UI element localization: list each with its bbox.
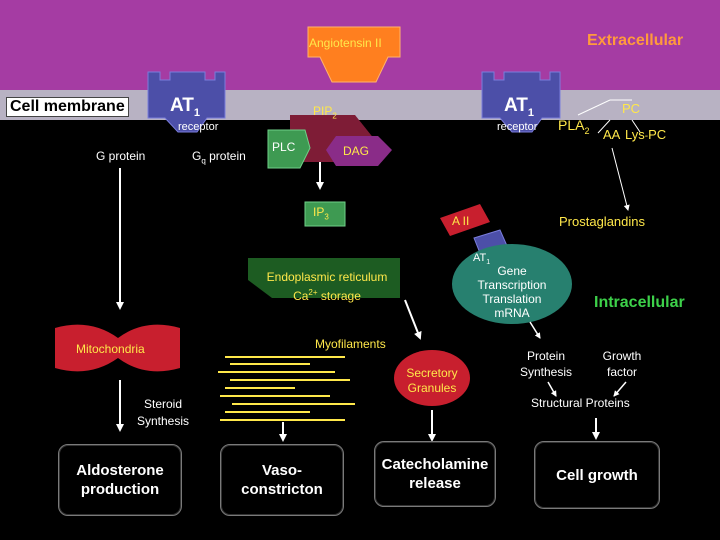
mitochondria-label: Mitochondria (76, 342, 145, 356)
dag-shape (326, 136, 392, 166)
plc-label: PLC (272, 140, 296, 154)
angiotensin-label: Angiotensin II (309, 36, 382, 50)
pla2-pc-line (577, 99, 611, 116)
vasoconstriction-box: Vaso- constricton (220, 444, 344, 516)
pc-aa-line (597, 119, 611, 134)
mitochondria-shape (55, 324, 180, 372)
at1-receptor-left (147, 71, 226, 133)
er-label: Endoplasmic reticulum Ca2+ storage (266, 270, 388, 303)
cell-membrane-label: Cell membrane (6, 97, 129, 117)
aa-label: AA (603, 127, 621, 142)
myofilaments-lines (218, 356, 355, 421)
steroid-synthesis-label: Steroid Synthesis (136, 397, 190, 428)
er-shape (248, 258, 400, 298)
receptor-right-label: receptor (497, 121, 538, 133)
at1-left-label: AT1 (170, 95, 201, 119)
gene-label: Gene Transcription Translation mRNA (477, 264, 547, 320)
structural-proteins-label: Structural Proteins (531, 396, 630, 410)
at1-right-label: AT1 (504, 95, 535, 119)
prostaglandins-label: Prostaglandins (559, 214, 645, 229)
a2-label: A II (452, 214, 470, 228)
ip3-label: IP3 (313, 205, 329, 222)
receptor-left-label: receptor (178, 121, 219, 133)
secretory-label: Secretory Granules (406, 366, 458, 395)
myofilaments-label: Myofilaments (315, 337, 386, 351)
angiotensin-ligand (307, 26, 401, 83)
plc-shape (267, 129, 311, 169)
gene-oval (452, 244, 572, 324)
intracellular-label: Intracellular (594, 294, 685, 311)
er-secretory-arrow (404, 299, 422, 340)
extracellular-label: Extracellular (587, 32, 684, 49)
pc-label: PC (622, 101, 641, 116)
cell-growth-box: Cell growth (534, 441, 660, 509)
ip3-shape (304, 201, 346, 227)
pc-lyspc-line (631, 119, 641, 133)
lyspc-label: Lys-PC (625, 127, 667, 142)
catecholamine-release-box: Catecholamine release (374, 441, 496, 507)
gq-protein-label: Gq protein (192, 149, 246, 166)
aa-prostaglandin-arrow (611, 147, 630, 211)
gene-protein-arrow (529, 321, 541, 339)
protein-synthesis-label: Protein Synthesis (519, 349, 573, 379)
g-protein-label: G protein (96, 149, 146, 163)
a2-shape (440, 204, 490, 236)
growth-structural-arrow (613, 381, 627, 397)
dag-label: DAG (343, 144, 370, 158)
secretory-granule (394, 350, 470, 406)
aldosterone-production-box: Aldosterone production (58, 444, 182, 516)
pip2-label: PIP2 (313, 104, 337, 121)
protein-structural-arrow (547, 381, 557, 397)
pla2-label: PLA2 (558, 117, 590, 136)
at1-receptor-right (481, 71, 561, 133)
at1-small-label: AT1 (473, 252, 491, 267)
growth-factor-label: Growth factor (602, 349, 642, 379)
